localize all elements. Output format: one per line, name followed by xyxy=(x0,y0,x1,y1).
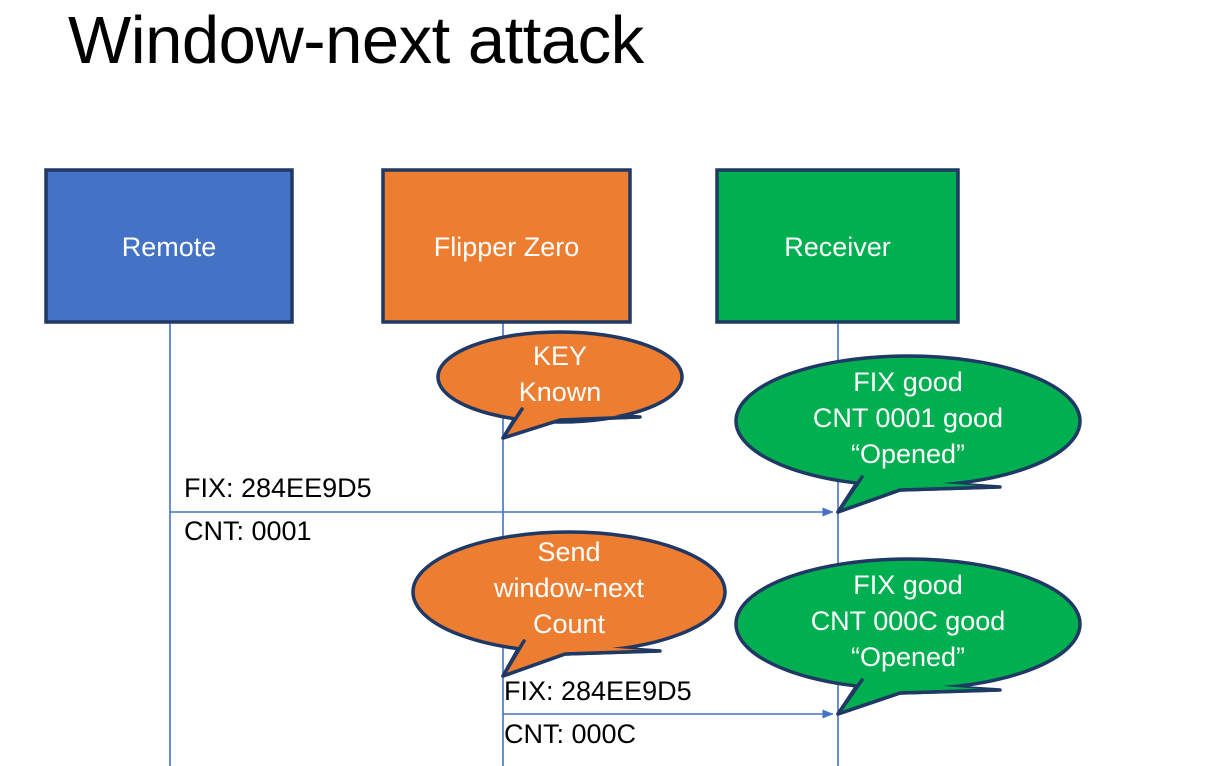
actor-label-remote: Remote xyxy=(121,232,217,262)
message-label-fix-2: FIX: 284EE9D5 xyxy=(504,676,692,706)
actor-label-receiver: Receiver xyxy=(784,232,891,262)
actor-box-remote xyxy=(44,168,294,324)
page-title: Window-next attack xyxy=(68,3,644,78)
message-arrows xyxy=(170,507,834,719)
actor-boxes xyxy=(44,168,960,324)
callout-label-key-known: KEY Known xyxy=(518,341,602,407)
callout-key-known xyxy=(436,330,684,440)
callout-receiver-accept-000C xyxy=(734,557,1082,716)
message-label-fix-1: FIX: 284EE9D5 xyxy=(184,473,372,503)
callout-label-send-window-next: Send window-next Count xyxy=(493,537,645,639)
callout-send-window-next xyxy=(411,530,727,678)
callout-label-receiver-accept-0001: FIX good CNT 0001 good “Opened” xyxy=(812,367,1004,469)
actor-box-flipper xyxy=(381,168,632,324)
actor-label-flipper: Flipper Zero xyxy=(433,232,580,262)
actor-box-receiver xyxy=(715,168,960,324)
message-label-cnt-2: CNT: 000C xyxy=(504,719,637,749)
callout-label-receiver-accept-000C: FIX good CNT 000C good “Opened” xyxy=(810,570,1006,672)
callout-receiver-accept-0001 xyxy=(734,354,1082,514)
message-label-cnt-1: CNT: 0001 xyxy=(184,516,312,546)
